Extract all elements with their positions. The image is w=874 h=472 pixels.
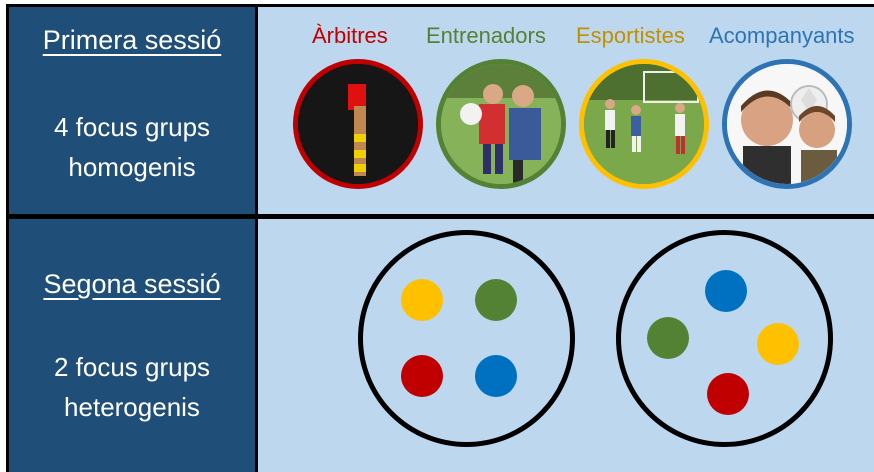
dot-yellow (401, 279, 443, 321)
session-2-desc-line2: heterogenis (64, 392, 200, 422)
role-label-arbitres: Àrbitres (312, 23, 388, 48)
groups-panel (258, 219, 874, 472)
session-1-desc-line2: homogenis (68, 152, 196, 182)
session-1-description: 4 focus grups homogenis (9, 107, 255, 187)
session-1-panel: Primera sessió 4 focus grups homogenis (9, 7, 255, 214)
dot-blue (475, 355, 517, 397)
dot-green (475, 279, 517, 321)
referee-photo-icon (293, 59, 423, 189)
focus-group-2 (616, 230, 833, 447)
companion-photo-icon (722, 59, 852, 189)
dot-yellow (757, 323, 799, 365)
session-2-desc-line1: 2 focus grups (53, 352, 211, 382)
session-2-panel: Segona sessió 2 focus grups heterogenis (9, 219, 255, 472)
role-label-acompanyants: Acompanyants (709, 23, 855, 48)
session-1-desc-line1: 4 focus grups (53, 112, 211, 142)
dot-blue (705, 270, 747, 312)
roles-panel: Àrbitres Entrenadors Esportistes Acompan… (258, 7, 874, 214)
role-label-entrenadors: Entrenadors (426, 23, 546, 48)
dot-green (647, 317, 689, 359)
session-2-title: Segona sessió (43, 269, 221, 299)
session-1-title: Primera sessió (42, 25, 222, 55)
coach-photo-icon (436, 59, 566, 189)
role-label-esportistes: Esportistes (576, 23, 685, 48)
dot-red (401, 355, 443, 397)
players-photo-icon (579, 59, 709, 189)
session-2-description: 2 focus grups heterogenis (9, 347, 255, 427)
dot-red (707, 373, 749, 415)
focus-group-1 (358, 230, 575, 447)
